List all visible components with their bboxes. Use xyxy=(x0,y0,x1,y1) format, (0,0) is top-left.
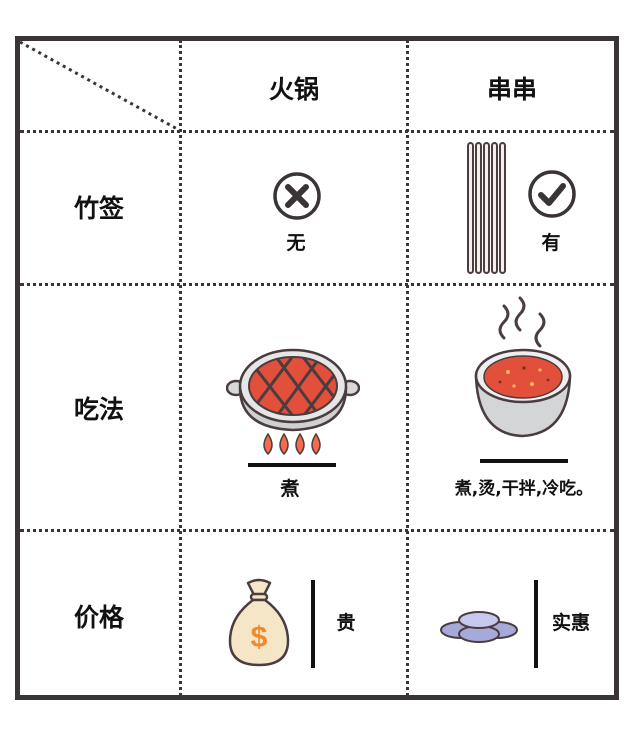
bamboo-skewers-icon xyxy=(467,142,506,274)
cross-circle-icon xyxy=(273,172,321,220)
grid-line-horizontal-2 xyxy=(20,283,614,286)
chuanchuan-method-underline xyxy=(480,459,568,463)
grid-line-horizontal-1 xyxy=(20,130,614,133)
hotpot-method-text: 煮 xyxy=(280,478,300,500)
grid-line-horizontal-3 xyxy=(20,529,614,532)
chuanchuan-method-text: 煮,烫,干拌,冷吃。 xyxy=(454,479,594,499)
check-circle-icon xyxy=(528,170,576,218)
steaming-bowl-icon xyxy=(474,296,572,438)
column-header-chuanchuan: 串串 xyxy=(486,75,537,104)
hotpot-price-divider xyxy=(311,580,315,668)
row-label-eating-method: 吃法 xyxy=(73,395,124,424)
grid-line-vertical-2 xyxy=(406,40,409,696)
hotpot-method-underline xyxy=(248,463,336,467)
coins-icon xyxy=(440,611,518,643)
svg-text:$: $ xyxy=(251,621,268,654)
chuanchuan-price-divider xyxy=(534,580,538,668)
hotpot-skewer-text: 无 xyxy=(286,232,306,254)
grid-line-vertical-1 xyxy=(179,40,182,696)
hotpot-price-text: 贵 xyxy=(336,612,356,634)
row-label-price: 价格 xyxy=(73,603,124,632)
chuanchuan-skewer-text: 有 xyxy=(541,232,561,254)
column-header-hotpot: 火锅 xyxy=(268,75,319,104)
row-label-skewer: 竹签 xyxy=(73,194,124,223)
hotpot-grill-icon xyxy=(226,348,360,456)
comparison-table xyxy=(15,36,619,700)
money-bag-icon: $ xyxy=(228,578,290,667)
chuanchuan-price-text: 实惠 xyxy=(551,612,590,634)
